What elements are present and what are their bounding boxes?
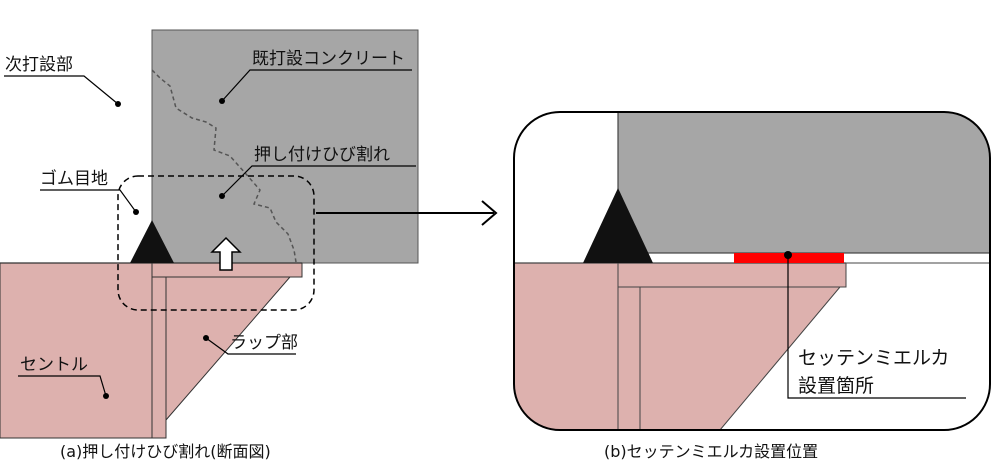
leaders-a <box>4 69 416 397</box>
label-rubber-joint: ゴム目地 <box>40 168 108 189</box>
centle-body <box>0 262 153 439</box>
existing-concrete-block <box>151 29 419 264</box>
leader-dots-a <box>103 98 225 399</box>
rubber-joint-zoom <box>583 188 653 263</box>
centle-zoom <box>514 262 619 430</box>
rubber-joint-triangle <box>130 220 174 263</box>
label-crack: 押し付けひび割れ <box>254 145 390 165</box>
panel-a: 次打設部 既打設コンクリート 押し付けひび割れ ゴム目地 セントル ラップ部 (… <box>0 29 419 461</box>
caption-a: (a)押し付けひび割れ(断面図) <box>60 442 271 461</box>
centle-post-zoom <box>617 286 641 430</box>
centle-post <box>151 276 167 439</box>
label-sensor-line1: セッテンミエルカ <box>798 347 949 369</box>
zoom-frame <box>513 111 991 431</box>
label-lap: ラップ部 <box>230 333 298 353</box>
sensor-leader <box>784 251 966 399</box>
label-sensor-line2: 設置箇所 <box>798 375 874 397</box>
panel-b <box>514 112 990 430</box>
zoom-region <box>117 175 315 311</box>
centle-plate-zoom <box>617 262 847 288</box>
label-existing-concrete: 既打設コンクリート <box>252 49 405 69</box>
caption-b: (b)セッテンミエルカ設置位置 <box>604 442 818 461</box>
label-centle: セントル <box>20 355 88 375</box>
zoom-arrow <box>316 200 498 226</box>
label-next-pour: 次打設部 <box>5 55 73 75</box>
push-arrow-icon <box>210 236 242 271</box>
existing-concrete-zoom <box>617 112 990 254</box>
